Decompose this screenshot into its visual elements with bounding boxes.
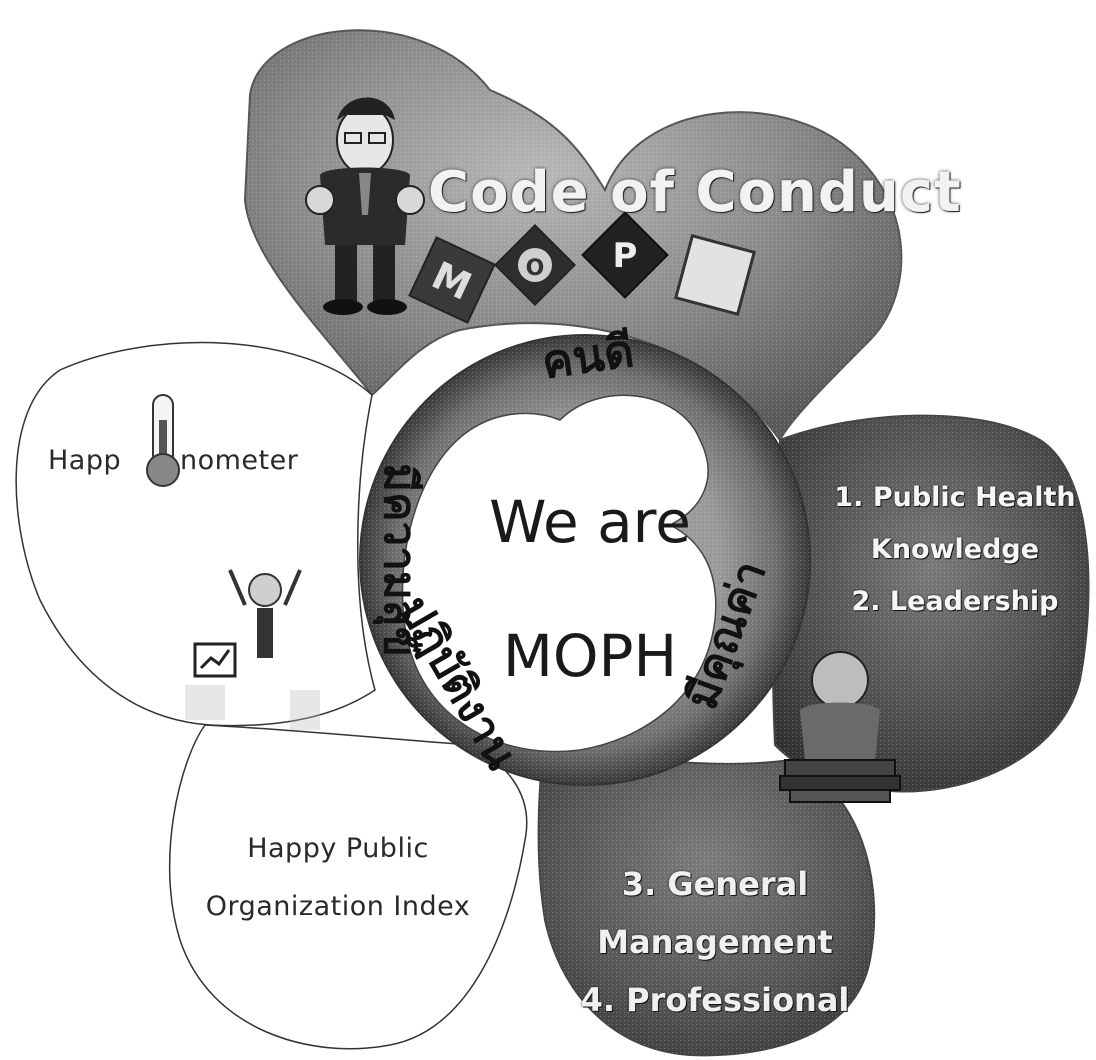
happinometer-left: Happ [48, 445, 122, 476]
chart-icon [193, 642, 237, 678]
thermometer-icon [146, 394, 180, 487]
cheering-person-icon [228, 569, 302, 658]
management-line3: 4. Professional [580, 981, 850, 1019]
happy-public-line1: Happy Public [247, 833, 429, 864]
center-title-line1: We are [489, 488, 691, 556]
center-heart [401, 394, 717, 753]
svg-text:P: P [613, 236, 638, 276]
businessman-icon [305, 97, 425, 315]
tile-p: P [581, 211, 669, 299]
petal-happinometer [15, 341, 376, 727]
svg-text:O: O [526, 256, 545, 281]
happy-public-line2: Organization Index [205, 891, 471, 922]
ring-label-left: มีความสุข [372, 463, 425, 657]
ring-label-top: คนดี [538, 323, 637, 389]
competency-line1: 1. Public Health [834, 482, 1076, 513]
reading-person-icon [779, 651, 901, 803]
competency-line2: Knowledge [870, 534, 1040, 565]
management-line2: Management [597, 923, 833, 961]
happinometer-right: nometer [180, 445, 299, 476]
tile-blank [673, 233, 757, 317]
code-of-conduct-title: Code of Conduct [428, 160, 962, 225]
management-line1: 3. General [621, 865, 809, 903]
petal-happy-public [168, 724, 528, 1050]
faint-letters [185, 685, 320, 730]
petal-code-of-conduct [243, 29, 903, 442]
petal-management [537, 733, 876, 1057]
tile-m: M [408, 236, 496, 324]
center-title-line2: MOPH [502, 622, 678, 690]
tile-o: O [493, 223, 577, 307]
competency-line3: 2. Leadership [851, 586, 1059, 617]
center-ring [359, 334, 811, 786]
mop-tiles: M O P [408, 211, 757, 324]
